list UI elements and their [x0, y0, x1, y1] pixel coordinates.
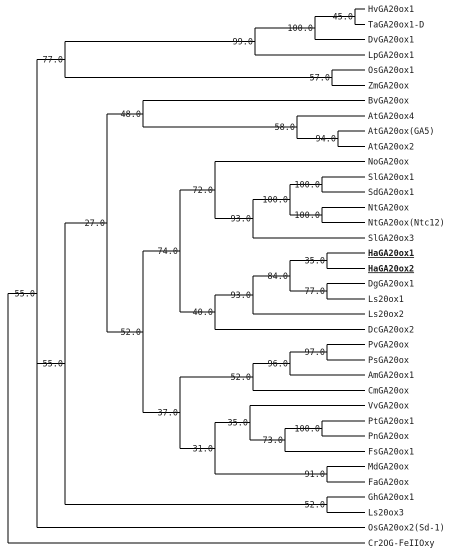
node-support-n_no: 72.0: [193, 186, 213, 196]
leaf-label-PvGA20ox: PvGA20ox: [368, 341, 409, 351]
node-support-n_hv_lp: 99.0: [233, 37, 253, 47]
node-support-n_os_zm: 57.0: [310, 74, 330, 84]
node-support-n_fs: 73.0: [263, 436, 283, 446]
node-support-n_gh_ls3: 52.0: [305, 501, 325, 511]
leaf-label-DvGA20ox1: DvGA20ox1: [368, 36, 414, 46]
leaf-label-AtGA20ox2: AtGA20ox2: [368, 142, 414, 152]
leaf-label-TaGA20ox1-D: TaGA20ox1-D: [368, 20, 424, 30]
node-support-n_dicot_all: 55.0: [43, 360, 63, 370]
node-support-n_at4: 58.0: [275, 123, 295, 133]
node-support-n_md_fa: 91.0: [305, 470, 325, 480]
leaf-label-PnGA20ox: PnGA20ox: [368, 432, 409, 442]
node-support-n_dg: 77.0: [305, 287, 325, 297]
leaf-label-LpGA20ox1: LpGA20ox1: [368, 51, 414, 61]
leaf-label-Ls20ox2: Ls20ox2: [368, 310, 404, 320]
leaf-label-NoGA20ox: NoGA20ox: [368, 158, 409, 168]
node-support-n_eud: 52.0: [121, 328, 141, 338]
leaf-label-OsGA20ox1: OsGA20ox1: [368, 66, 414, 76]
leaf-label-Ls20ox1: Ls20ox1: [368, 295, 404, 305]
leaf-label-PsGA20ox: PsGA20ox: [368, 356, 409, 366]
leaf-label-Ls20ox3: Ls20ox3: [368, 508, 404, 518]
node-support-n_hv_ta: 45.0: [333, 13, 353, 23]
node-support-n_eud_b: 37.0: [158, 409, 178, 419]
node-support-n_pt_pn: 100.0: [294, 424, 320, 434]
node-support-n_dicot: 27.0: [85, 219, 105, 229]
leaf-label-VvGA20ox: VvGA20ox: [368, 402, 409, 412]
node-support-n_ha: 35.0: [305, 257, 325, 267]
node-support-n_nt: 100.0: [294, 211, 320, 221]
leaf-label-Cr2OG-FeIIOxy: Cr2OG-FeIIOxy: [368, 539, 435, 549]
leaf-label-CmGA20ox: CmGA20ox: [368, 386, 409, 396]
leaf-label-HaGA20ox2: HaGA20ox2: [368, 264, 414, 274]
leaf-label-BvGA20ox: BvGA20ox: [368, 97, 409, 107]
node-support-n_sl_sd: 100.0: [294, 180, 320, 190]
leaf-label-HaGA20ox1: HaGA20ox1: [368, 249, 414, 259]
node-support-n_pv_ps: 97.0: [305, 348, 325, 358]
node-support-n_hv_dv: 100.0: [287, 24, 313, 34]
leaf-label-NtGA20ox: NtGA20ox: [368, 203, 409, 213]
node-support-n_dc: 40.0: [193, 308, 213, 318]
leaf-label-FsGA20ox1: FsGA20ox1: [368, 447, 414, 457]
leaf-label-ZmGA20ox: ZmGA20ox: [368, 81, 409, 91]
node-support-n_am: 96.0: [268, 360, 288, 370]
node-support-n_bv: 48.0: [121, 110, 141, 120]
leaf-label-OsGA20ox2-Sd-1: OsGA20ox2(Sd-1): [368, 524, 445, 534]
leaf-label-FaGA20ox: FaGA20ox: [368, 478, 409, 488]
leaf-label-SlGA20ox3: SlGA20ox3: [368, 234, 414, 244]
node-support-n_ls2: 93.0: [231, 291, 251, 301]
leaf-label-HvGA20ox1: HvGA20ox1: [368, 5, 414, 15]
leaf-label-SlGA20ox1: SlGA20ox1: [368, 173, 414, 183]
leaf-label-PtGA20ox1: PtGA20ox1: [368, 417, 414, 427]
node-support-n_cm: 52.0: [231, 373, 251, 383]
leaf-label-AtGA20ox4: AtGA20ox4: [368, 112, 414, 122]
leaf-label-NtGA20ox-Ntc12: NtGA20ox(Ntc12): [368, 219, 445, 229]
leaf-label-DcGA20ox2: DcGA20ox2: [368, 325, 414, 335]
leaf-label-AmGA20ox1: AmGA20ox1: [368, 371, 414, 381]
tree-branches: [7, 8, 365, 544]
node-support-n_all: 55.0: [15, 290, 35, 300]
node-support-n_monocot: 77.0: [43, 56, 63, 66]
leaf-label-SdGA20ox1: SdGA20ox1: [368, 188, 414, 198]
node-support-n_at2: 94.0: [316, 135, 336, 145]
node-support-labels: 45.0 100.0 99.0 57.0 77.0 94.0 58.0 48.0 100.0 10…: [15, 13, 353, 511]
node-support-n_solan: 100.0: [262, 196, 288, 206]
node-support-n_sl3: 93.0: [231, 215, 251, 225]
leaf-label-AtGA20ox-GA5: AtGA20ox(GA5): [368, 127, 435, 137]
node-support-n_vv: 35.0: [228, 419, 248, 429]
node-support-n_rosid: 31.0: [193, 444, 213, 454]
leaf-label-DgGA20ox1: DgGA20ox1: [368, 280, 414, 290]
leaf-label-GhGA20ox1: GhGA20ox1: [368, 493, 414, 503]
node-support-n_ha_dg: 84.0: [268, 272, 288, 282]
node-support-n_aster: 74.0: [158, 247, 178, 257]
leaf-label-MdGA20ox: MdGA20ox: [368, 463, 409, 473]
